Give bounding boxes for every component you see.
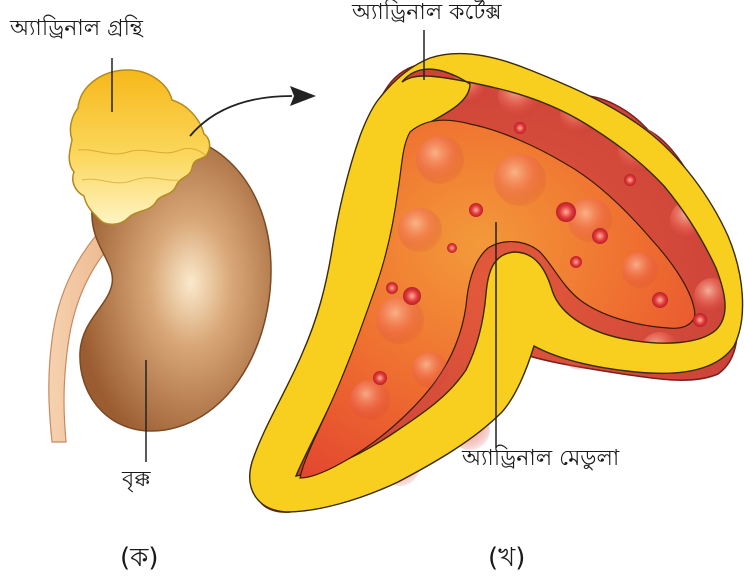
kidney-label: বৃক্ক [122,469,150,491]
adrenal-medulla-label: অ্যাড্রিনাল মেডুলা [462,448,619,470]
panel-a-label: (ক) [120,545,158,571]
adrenal-gland-label: অ্যাড্রিনাল গ্রন্থি [10,18,143,40]
panel-b-section-figure [250,30,743,512]
panel-a-kidney-figure [49,58,271,462]
adrenal-cortex-label: অ্যাড্রিনাল কর্টেক্স [352,2,502,24]
zoom-arrow [190,86,316,136]
panel-b-label: (খ) [488,545,525,571]
